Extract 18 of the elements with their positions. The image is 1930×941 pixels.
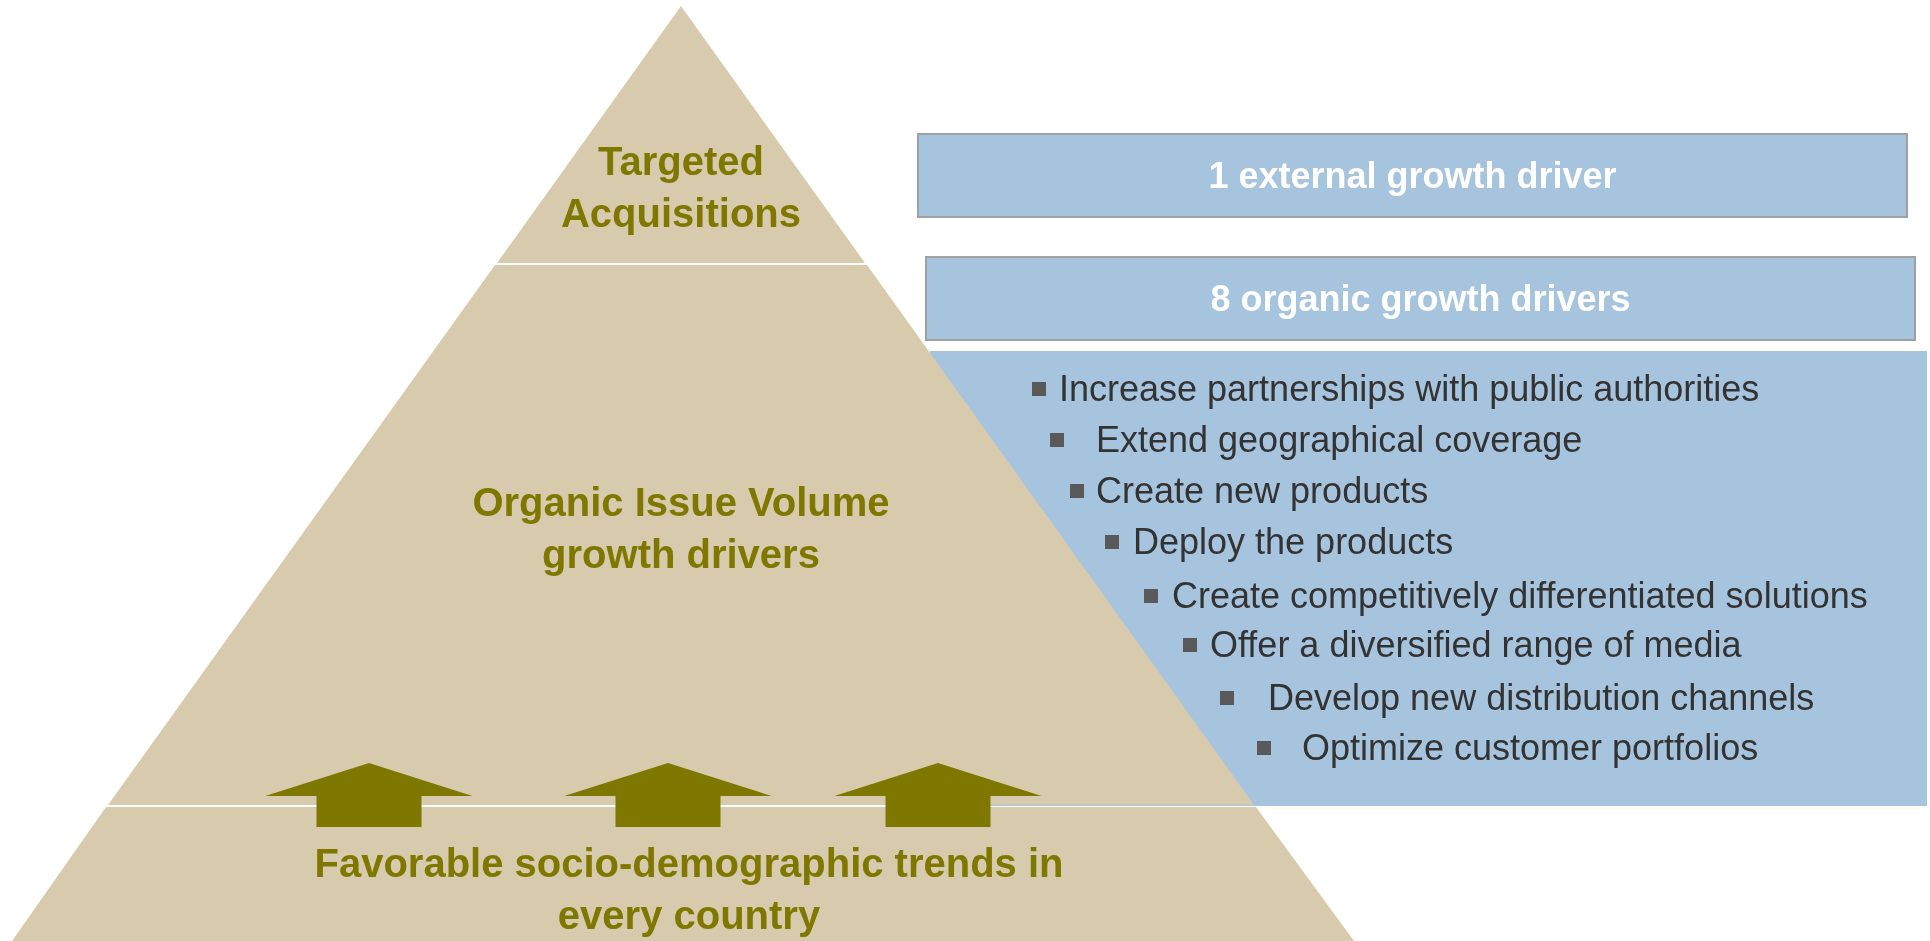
list-item: Optimize customer portfolios — [1302, 728, 1759, 768]
block-arrow — [265, 763, 473, 827]
header-text: 8 organic growth drivers — [1210, 277, 1631, 320]
header-bar — [917, 133, 1908, 218]
list-item: Create competitively differentiated solutions — [1172, 576, 1868, 616]
list-item: Offer a diversified range of media — [1210, 625, 1742, 665]
header-text: 1 external growth driver — [1208, 154, 1617, 197]
level-label: Favorable socio-demographic trends in every country — [313, 840, 1065, 939]
header-bar — [925, 256, 1916, 341]
level-label: Targeted Acquisitions — [560, 138, 802, 237]
level-label: Organic Issue Volume growth drivers — [471, 479, 891, 578]
block-arrow — [564, 763, 772, 827]
block-arrow — [834, 763, 1042, 827]
list-item: Increase partnerships with public authorities — [1059, 369, 1760, 409]
list-item: Develop new distribution channels — [1268, 678, 1815, 718]
list-item: Create new products — [1096, 471, 1429, 511]
list-item: Extend geographical coverage — [1096, 420, 1583, 460]
list-item: Deploy the products — [1133, 522, 1454, 562]
